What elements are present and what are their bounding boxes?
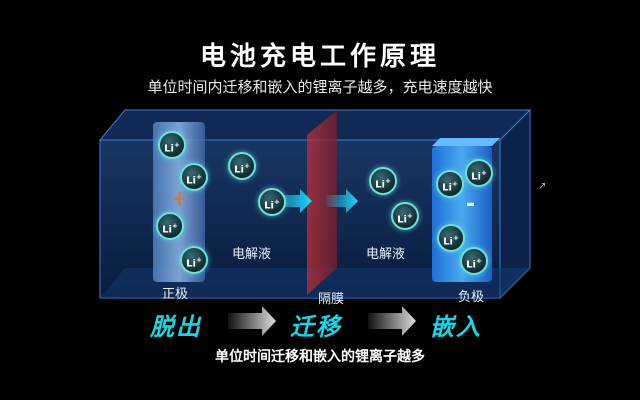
- separator-label: 隔膜: [318, 292, 345, 307]
- lithium-ion: Li+: [437, 224, 465, 252]
- step-migration: 迁移: [290, 313, 342, 341]
- mouse-cursor-icon: ↗: [538, 181, 547, 192]
- migration-arrow-right: [326, 189, 358, 213]
- lithium-ion: Li+: [369, 167, 397, 195]
- negative-label: 负极: [458, 290, 485, 305]
- lithium-ion: Li+: [465, 159, 493, 187]
- step-arrow-1: [228, 306, 276, 336]
- plus-sign: +: [171, 186, 188, 210]
- lithium-ion: Li+: [158, 131, 186, 159]
- bottom-caption: 单位时间迁移和嵌入的锂离子越多: [215, 349, 425, 365]
- electrolyte-label-right: 电解液: [366, 247, 406, 262]
- step-deintercalation: 脱出: [150, 313, 202, 341]
- electrolyte-label-left: 电解液: [232, 247, 272, 262]
- page-subtitle: 单位时间内迁移和嵌入的锂离子越多，充电速度越快: [147, 78, 493, 96]
- positive-electrode: [153, 122, 205, 282]
- lithium-ion: Li+: [460, 247, 488, 275]
- lithium-ion: Li+: [228, 152, 256, 180]
- page-title: 电池充电工作原理: [199, 42, 440, 72]
- negative-electrode-top: [432, 138, 500, 146]
- step-arrow-2: [368, 306, 416, 336]
- lithium-ion: Li+: [180, 163, 208, 191]
- lithium-ion: Li+: [436, 170, 464, 198]
- separator: [307, 110, 337, 295]
- minus-sign: -: [466, 192, 476, 217]
- positive-label: 正极: [162, 287, 189, 302]
- lithium-ion: Li+: [180, 246, 208, 274]
- lithium-ion: Li+: [391, 202, 419, 230]
- lithium-ion: Li+: [258, 188, 286, 216]
- step-intercalation: 嵌入: [430, 313, 482, 341]
- lithium-ion: Li+: [156, 212, 184, 240]
